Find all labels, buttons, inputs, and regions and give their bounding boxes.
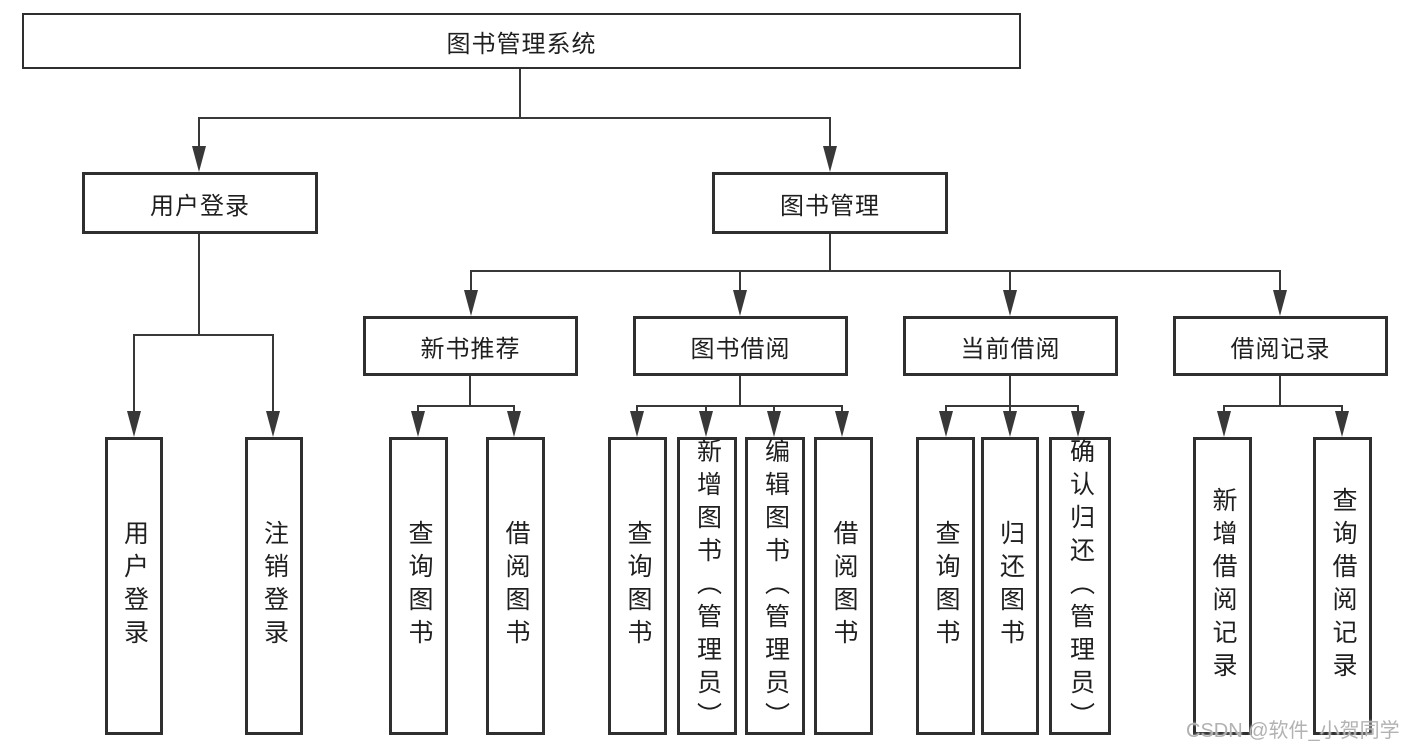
arrowhead-e1 <box>1217 411 1231 437</box>
connector-current-borrow-rail <box>945 405 1079 407</box>
leaf-add-borrow-record-label: 新增借阅记录 <box>1209 487 1237 685</box>
leaf-edit-books-admin-label: 编辑图书（管理员） <box>761 437 790 735</box>
connector-drop-book-management <box>829 117 831 148</box>
connector-user-login-stem <box>198 234 200 336</box>
leaf-logout-label: 注销登录 <box>260 520 289 652</box>
leaf-user-login: 用户登录 <box>105 437 163 735</box>
arrowhead-logout-leaf <box>266 411 280 437</box>
connector-drop-c2 <box>705 405 707 414</box>
connector-drop-c4 <box>841 405 843 414</box>
arrowhead-book-management <box>823 146 837 172</box>
arrowhead-c3 <box>767 411 781 437</box>
leaf-query-books-recommend-label: 查询图书 <box>405 520 433 652</box>
node-book-management: 图书管理 <box>712 172 948 234</box>
connector-drop-c1 <box>636 405 638 414</box>
csdn-watermark: CSDN @软件_小贺同学 <box>1186 720 1400 742</box>
node-user-login-label: 用户登录 <box>150 192 250 220</box>
arrowhead-c1 <box>630 411 644 437</box>
connector-drop-e1 <box>1223 405 1225 414</box>
node-new-book-recommend-label: 新书推荐 <box>420 335 521 363</box>
connector-new-book-rail <box>417 405 515 407</box>
connector-drop-user-login <box>198 117 200 148</box>
connector-drop-borrow-records <box>1279 270 1281 292</box>
arrowhead-b1 <box>411 411 425 437</box>
leaf-return-books-label: 归还图书 <box>996 520 1025 652</box>
leaf-confirm-return-admin: 确认归还（管理员） <box>1049 437 1111 735</box>
connector-drop-d2 <box>1009 405 1011 414</box>
connector-drop-new-book <box>470 270 472 292</box>
leaf-query-books-current-label: 查询图书 <box>932 520 960 652</box>
arrowhead-b2 <box>507 411 521 437</box>
node-new-book-recommend: 新书推荐 <box>363 316 578 376</box>
leaf-user-login-label: 用户登录 <box>120 520 149 652</box>
connector-drop-b2 <box>513 405 515 414</box>
arrowhead-user-login <box>192 146 206 172</box>
connector-book-management-stem <box>829 234 831 272</box>
leaf-confirm-return-admin-label: 确认归还（管理员） <box>1066 437 1095 735</box>
connector-borrow-records-rail <box>1223 405 1343 407</box>
leaf-borrow-books-borrow: 借阅图书 <box>814 437 873 735</box>
arrowhead-e2 <box>1335 411 1349 437</box>
leaf-borrow-books-recommend: 借阅图书 <box>486 437 545 735</box>
arrowhead-c4 <box>835 411 849 437</box>
leaf-query-books-borrow-label: 查询图书 <box>624 520 652 652</box>
connector-drop-d1 <box>945 405 947 414</box>
connector-drop-c3 <box>773 405 775 414</box>
leaf-return-books: 归还图书 <box>981 437 1039 735</box>
leaf-logout: 注销登录 <box>245 437 303 735</box>
leaf-query-books-borrow: 查询图书 <box>608 437 667 735</box>
connector-drop-current-borrow <box>1009 270 1011 292</box>
leaf-edit-books-admin: 编辑图书（管理员） <box>745 437 805 735</box>
leaf-query-books-current: 查询图书 <box>916 437 975 735</box>
connector-drop-logout-leaf <box>272 334 274 412</box>
leaf-query-borrow-record: 查询借阅记录 <box>1313 437 1372 735</box>
arrowhead-d3 <box>1071 411 1085 437</box>
connector-root-stem <box>519 69 521 118</box>
connector-level2-rail <box>198 117 831 119</box>
connector-current-borrow-stem <box>1009 376 1011 407</box>
arrowhead-d1 <box>939 411 953 437</box>
arrowhead-user-login-leaf <box>127 411 141 437</box>
arrowhead-new-book <box>464 290 478 316</box>
leaf-query-books-recommend: 查询图书 <box>389 437 448 735</box>
connector-book-borrow-rail <box>636 405 843 407</box>
node-borrow-records-label: 借阅记录 <box>1230 335 1331 363</box>
connector-borrow-records-stem <box>1279 376 1281 407</box>
connector-drop-book-borrow <box>739 270 741 292</box>
node-book-management-label: 图书管理 <box>780 192 880 220</box>
connector-drop-user-login-leaf <box>133 334 135 412</box>
arrowhead-c2 <box>699 411 713 437</box>
leaf-borrow-books-borrow-label: 借阅图书 <box>830 520 858 652</box>
node-borrow-records: 借阅记录 <box>1173 316 1388 376</box>
connector-book-borrow-stem <box>739 376 741 407</box>
connector-drop-e2 <box>1341 405 1343 414</box>
arrowhead-d2 <box>1003 411 1017 437</box>
node-root-label: 图书管理系统 <box>446 30 597 58</box>
connector-drop-b1 <box>417 405 419 414</box>
node-user-login: 用户登录 <box>82 172 318 234</box>
leaf-add-books-admin: 新增图书（管理员） <box>677 437 737 735</box>
node-current-borrow: 当前借阅 <box>903 316 1118 376</box>
leaf-query-borrow-record-label: 查询借阅记录 <box>1329 487 1357 685</box>
arrowhead-current-borrow <box>1003 290 1017 316</box>
connector-new-book-stem <box>469 376 471 407</box>
arrowhead-borrow-records <box>1273 290 1287 316</box>
leaf-borrow-books-recommend-label: 借阅图书 <box>502 520 530 652</box>
node-current-borrow-label: 当前借阅 <box>960 335 1061 363</box>
connector-user-login-rail <box>133 334 274 336</box>
connector-drop-d3 <box>1077 405 1079 414</box>
node-book-borrow: 图书借阅 <box>633 316 848 376</box>
node-root: 图书管理系统 <box>22 13 1021 69</box>
leaf-add-borrow-record: 新增借阅记录 <box>1193 437 1252 735</box>
arrowhead-book-borrow <box>733 290 747 316</box>
node-book-borrow-label: 图书借阅 <box>690 335 791 363</box>
connector-level3-rail <box>470 270 1281 272</box>
leaf-add-books-admin-label: 新增图书（管理员） <box>693 437 722 735</box>
